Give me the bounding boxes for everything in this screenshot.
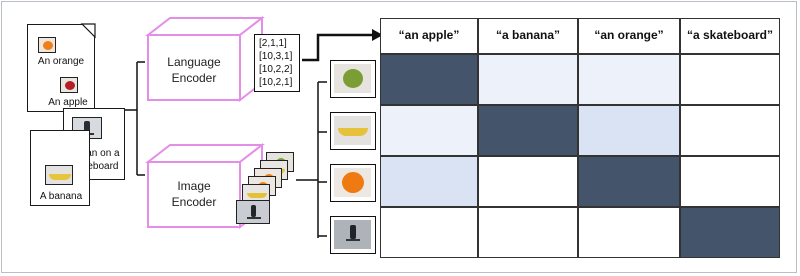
column-label-a-banana: “a banana” (495, 28, 561, 42)
similarity-cell (680, 207, 780, 258)
caption-skateboard-line1: A man on a (69, 148, 120, 159)
row-image-skateboard (330, 216, 376, 254)
similarity-matrix (380, 18, 782, 260)
row-image-apple (330, 60, 376, 98)
similarity-cell (380, 105, 478, 156)
header-cell (680, 18, 780, 54)
stack-thumb-6 (236, 200, 270, 224)
similarity-cell (478, 105, 578, 156)
caption-an-apple: An apple (48, 97, 88, 108)
caption-skateboard-line2: skateboard (69, 161, 119, 172)
column-label-an-orange: “an orange” (594, 28, 664, 42)
document-banana: A banana (30, 130, 90, 206)
header-cell (578, 18, 680, 54)
document-orange-apple: An orange An apple (27, 24, 95, 112)
column-label-a-skateboard: “a skateboard” (686, 28, 774, 42)
vector-2: [10,2,2] (259, 64, 293, 75)
similarity-cell (680, 156, 780, 207)
text-embedding-vectors: [2,1,1] [10,3,1] [10,2,2] [10,2,1] (254, 34, 300, 92)
language-encoder-label-line2: Encoder (171, 71, 217, 85)
vector-1: [10,3,1] (259, 51, 293, 62)
language-encoder-label-line1: Language (167, 55, 221, 69)
header-cell (380, 18, 478, 54)
vector-3: [10,2,1] (259, 77, 293, 88)
header-cell (478, 18, 578, 54)
similarity-cell (578, 207, 680, 258)
orange-thumbnail (38, 37, 56, 53)
vector-0: [2,1,1] (259, 38, 287, 49)
caption-an-orange: An orange (37, 56, 85, 67)
similarity-cell (680, 54, 780, 105)
row-image-banana (330, 112, 376, 150)
column-label-an-apple: “an apple” (398, 28, 460, 42)
similarity-cell (380, 156, 478, 207)
similarity-cell (478, 156, 578, 207)
banana-thumbnail (45, 165, 73, 185)
similarity-cell (380, 207, 478, 258)
similarity-cell (380, 54, 478, 105)
similarity-cell (680, 105, 780, 156)
similarity-cell (478, 54, 578, 105)
image-encoder-label-line1: Image (177, 179, 211, 193)
similarity-cell (578, 105, 680, 156)
apple-thumbnail (60, 77, 78, 93)
image-encoder-label-line2: Encoder (171, 195, 217, 209)
similarity-cell (578, 54, 680, 105)
caption-a-banana: A banana (39, 191, 83, 202)
row-image-orange (330, 164, 376, 202)
similarity-cell (478, 207, 578, 258)
similarity-cell (578, 156, 680, 207)
